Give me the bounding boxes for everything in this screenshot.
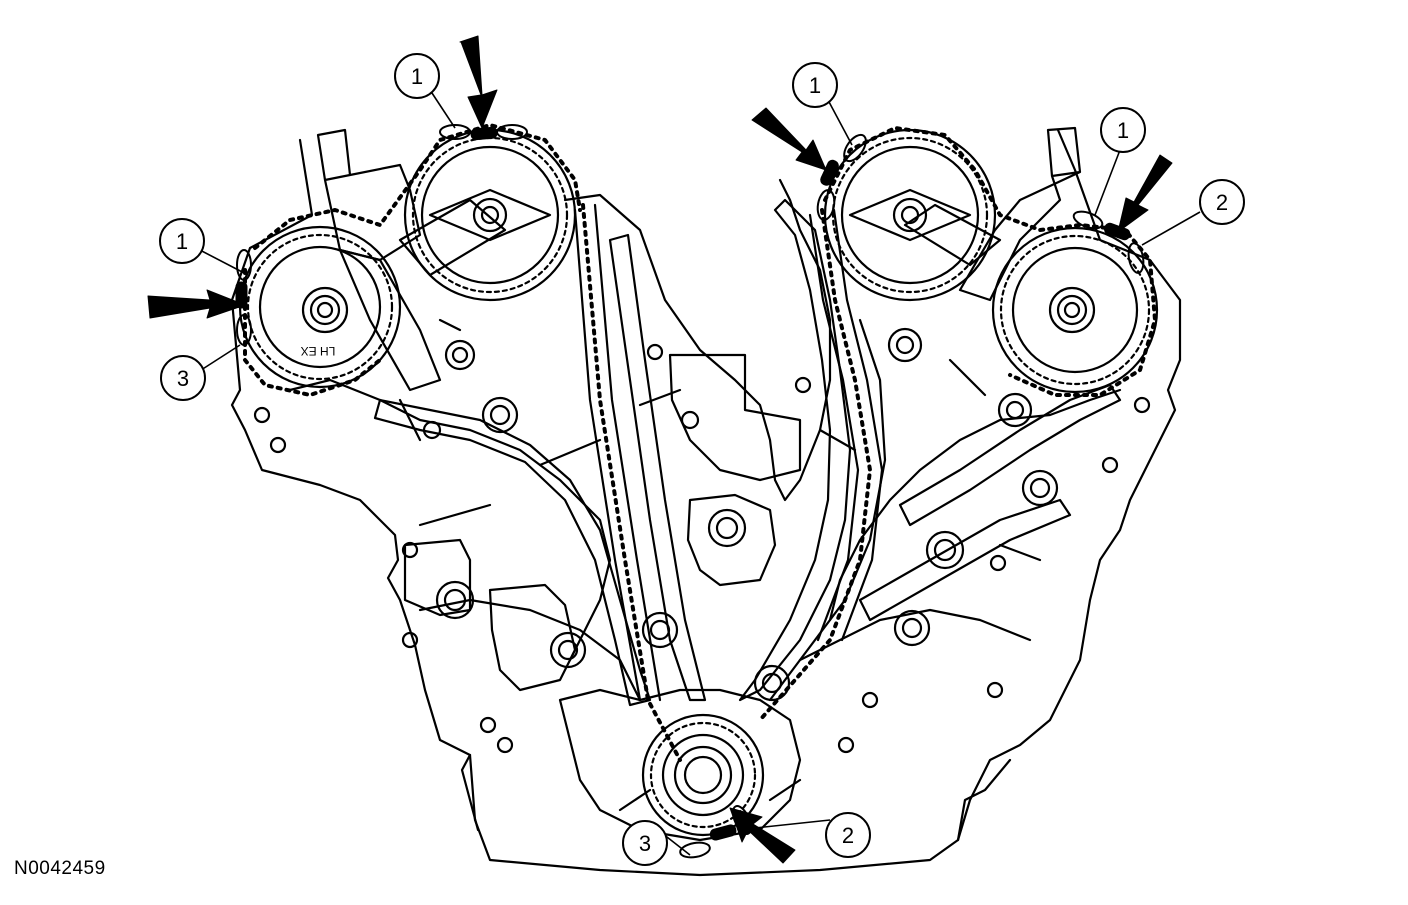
left-chain-tensioner bbox=[488, 583, 577, 692]
left-intake-sprocket bbox=[398, 128, 577, 302]
callout-circle-crank-2 bbox=[825, 812, 871, 858]
primary-chain-right-inner bbox=[808, 213, 860, 642]
left-chain-guide bbox=[608, 233, 707, 702]
primary-chain-right-outer bbox=[832, 208, 884, 642]
block-lower-right bbox=[956, 758, 1012, 842]
right-vct-solenoid bbox=[958, 126, 1082, 302]
engine-block-outline bbox=[230, 128, 1182, 877]
callout-label-crank-3: 3 bbox=[639, 831, 651, 856]
callout-label-left-exhaust-1: 1 bbox=[176, 229, 188, 254]
arrow-left-exhaust bbox=[147, 289, 246, 319]
lower-cover-left bbox=[418, 598, 642, 702]
right-guide-arm bbox=[798, 318, 887, 662]
primary-chain-left bbox=[581, 203, 682, 762]
right-bank-guide bbox=[898, 383, 1122, 527]
right-intake-sprocket bbox=[823, 128, 1002, 302]
callout-circle-crank-3 bbox=[622, 820, 668, 866]
arrow-left-intake bbox=[459, 35, 498, 129]
callout-circle-left-exhaust-3 bbox=[160, 355, 206, 401]
oil-pump-housing bbox=[558, 688, 802, 842]
left-tensioner-housing bbox=[403, 538, 472, 617]
primary-tensioner bbox=[686, 493, 777, 587]
valley-center bbox=[668, 353, 802, 482]
detail-lines bbox=[398, 318, 1042, 812]
right-head-face bbox=[828, 388, 1122, 622]
callout-label-left-exhaust-3: 3 bbox=[177, 366, 189, 391]
primary-chain-right bbox=[758, 208, 872, 722]
timing-link-crank bbox=[709, 824, 737, 841]
callouts: 1 1 3 1 1 2 3 2 bbox=[159, 53, 1245, 866]
arrow-right-intake bbox=[751, 107, 827, 171]
left-tensioner-arm bbox=[373, 398, 652, 707]
callout-circle-left-exhaust-1 bbox=[159, 218, 205, 264]
arrow-right-exhaust bbox=[1117, 154, 1173, 233]
right-secondary-chain bbox=[823, 126, 1157, 397]
callout-label-crank-2: 2 bbox=[842, 823, 854, 848]
callout-label-right-exhaust-2: 2 bbox=[1216, 190, 1228, 215]
left-exhaust-sprocket bbox=[238, 225, 402, 389]
left-vct-solenoid bbox=[316, 128, 422, 262]
timing-link-left-intake bbox=[470, 126, 498, 141]
crankshaft-sprocket bbox=[641, 713, 765, 837]
timing-link-right-intake bbox=[820, 159, 839, 186]
callout-circle-right-intake-1 bbox=[792, 62, 838, 108]
indicator-arrows bbox=[147, 35, 1173, 864]
right-exhaust-sprocket bbox=[991, 226, 1159, 394]
callout-label-right-exhaust-1: 1 bbox=[1117, 118, 1129, 143]
right-bank-guide-2 bbox=[858, 498, 1072, 622]
callout-circle-left-intake-1 bbox=[394, 53, 440, 99]
fastener-bolts bbox=[253, 327, 1151, 754]
arrow-crank bbox=[729, 807, 796, 864]
block-lower-left bbox=[460, 753, 480, 832]
right-tensioner-arm bbox=[738, 198, 852, 702]
callout-circle-right-exhaust-1 bbox=[1100, 107, 1146, 153]
callout-leaders bbox=[195, 89, 1201, 856]
callout-circle-right-exhaust-2 bbox=[1199, 179, 1245, 225]
sprocket-stamp: LH EX bbox=[301, 344, 336, 358]
primary-chain-left-outer bbox=[593, 203, 662, 702]
timing-mark-links bbox=[235, 126, 1131, 841]
callout-label-right-intake-1: 1 bbox=[809, 73, 821, 98]
left-solenoid-body bbox=[338, 248, 442, 392]
figure-id: N0042459 bbox=[14, 858, 106, 879]
callout-label-left-intake-1: 1 bbox=[411, 64, 423, 89]
timing-link-left-exhaust bbox=[235, 281, 248, 309]
